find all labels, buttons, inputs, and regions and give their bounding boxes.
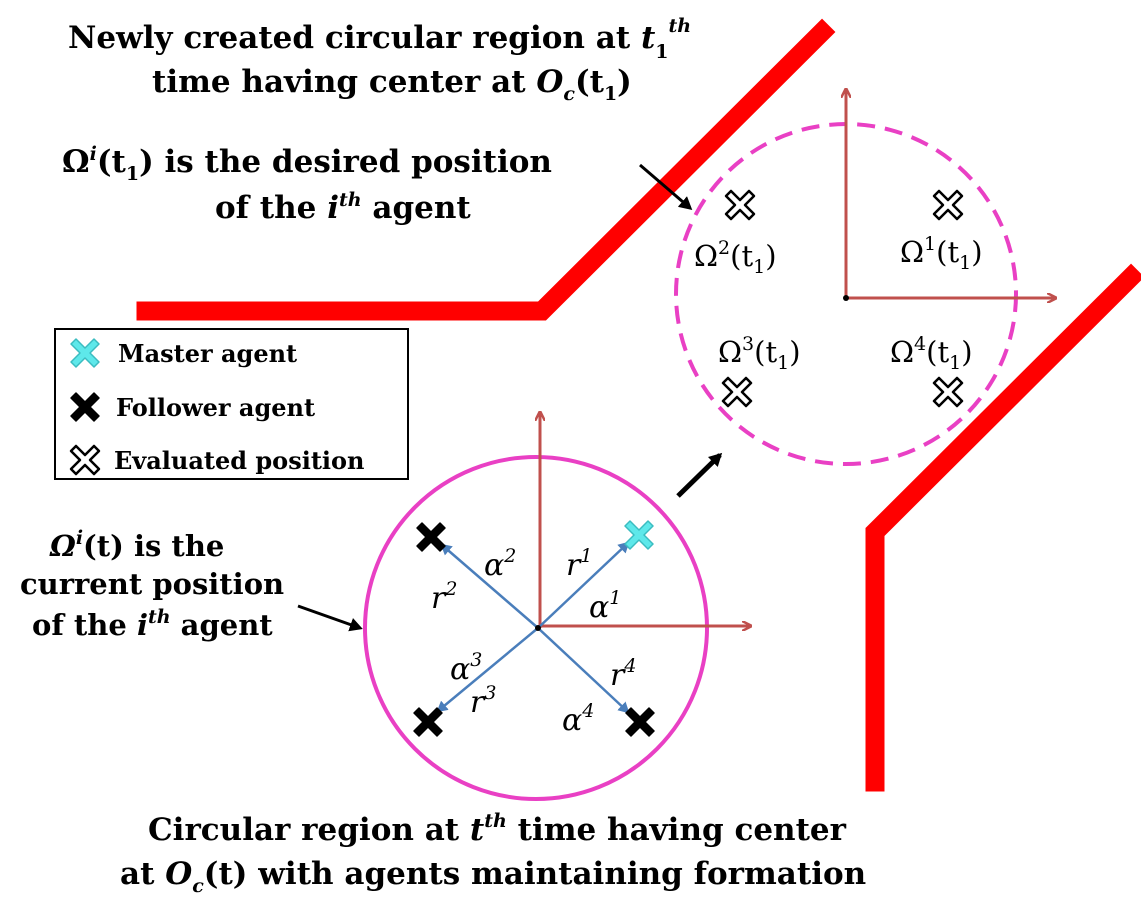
desired-pointer-arrow xyxy=(639,163,693,210)
vector-r4 xyxy=(537,627,630,714)
top-caption-line2: time having center at Oc(t1) xyxy=(152,64,632,105)
follower-agent-3-icon xyxy=(413,707,443,737)
desired-position-caption: Ωi(t1) is the desired position of the it… xyxy=(62,143,693,226)
legend-follower-icon xyxy=(70,392,100,422)
bottom-caption: Circular region at tth time having cente… xyxy=(120,810,866,897)
current-position-caption: Ωi(t) is the current position of the ith… xyxy=(20,527,363,642)
current-circle xyxy=(363,455,709,801)
legend-master-label: Master agent xyxy=(118,339,297,368)
top-caption-line1: Newly created circular region at t1th xyxy=(68,15,691,63)
desired-label-2: Ω2(t1) xyxy=(694,237,777,278)
legend-evaluated-icon xyxy=(69,444,101,476)
label-r1: r1 xyxy=(566,545,592,583)
legend-evaluated-label: Evaluated position xyxy=(114,446,364,475)
current-caption-line2: current position xyxy=(20,567,284,601)
desired-label-3: Ω3(t1) xyxy=(718,333,801,374)
legend-master-icon xyxy=(70,338,100,368)
label-r3: r3 xyxy=(470,682,496,720)
desired-caption-line2: of the ith agent xyxy=(215,189,471,226)
label-r2: r2 xyxy=(431,578,457,616)
evaluated-position-1-icon xyxy=(932,189,964,221)
wall-right xyxy=(865,263,1141,792)
follower-agent-4-icon xyxy=(625,707,655,737)
corridor-walls xyxy=(136,18,1141,792)
movement-arrow xyxy=(676,452,723,498)
follower-agent-2-icon xyxy=(416,522,446,552)
evaluated-position-4-icon xyxy=(932,376,964,408)
evaluated-position-2-icon xyxy=(724,189,756,221)
master-agent-icon xyxy=(624,520,654,550)
wall-upper-left xyxy=(136,18,836,321)
vector-r3 xyxy=(436,627,539,713)
desired-caption-line1: Ωi(t1) is the desired position xyxy=(62,143,552,185)
label-alpha1: α1 xyxy=(589,587,621,625)
current-caption-line3: of the ith agent xyxy=(32,606,273,642)
legend-box xyxy=(54,328,409,480)
current-pointer-arrow xyxy=(297,604,363,632)
label-alpha4: α4 xyxy=(562,700,594,738)
vector-r2 xyxy=(440,543,539,629)
label-r4: r4 xyxy=(610,655,636,693)
legend-follower-label: Follower agent xyxy=(116,393,315,422)
bottom-caption-line2: at Oc(t) with agents maintaining formati… xyxy=(120,856,866,897)
current-center-dot xyxy=(535,625,541,631)
current-caption-line1: Ωi(t) is the xyxy=(49,527,224,563)
current-region: r1 α1 α2 r2 α3 r3 r4 α4 xyxy=(363,413,750,801)
desired-region: Ω2(t1) Ω1(t1) Ω3(t1) Ω4(t1) xyxy=(674,90,1055,466)
label-alpha3: α3 xyxy=(450,649,482,687)
desired-label-1: Ω1(t1) xyxy=(900,233,983,274)
legend: Master agent Follower agent Evaluated po… xyxy=(54,328,409,480)
top-caption: Newly created circular region at t1th ti… xyxy=(68,15,691,105)
desired-center-dot xyxy=(843,295,849,301)
desired-label-4: Ω4(t1) xyxy=(890,333,973,374)
evaluated-position-3-icon xyxy=(721,376,753,408)
bottom-caption-line1: Circular region at tth time having cente… xyxy=(148,810,847,848)
label-alpha2: α2 xyxy=(484,545,516,583)
vector-r1 xyxy=(537,541,630,629)
